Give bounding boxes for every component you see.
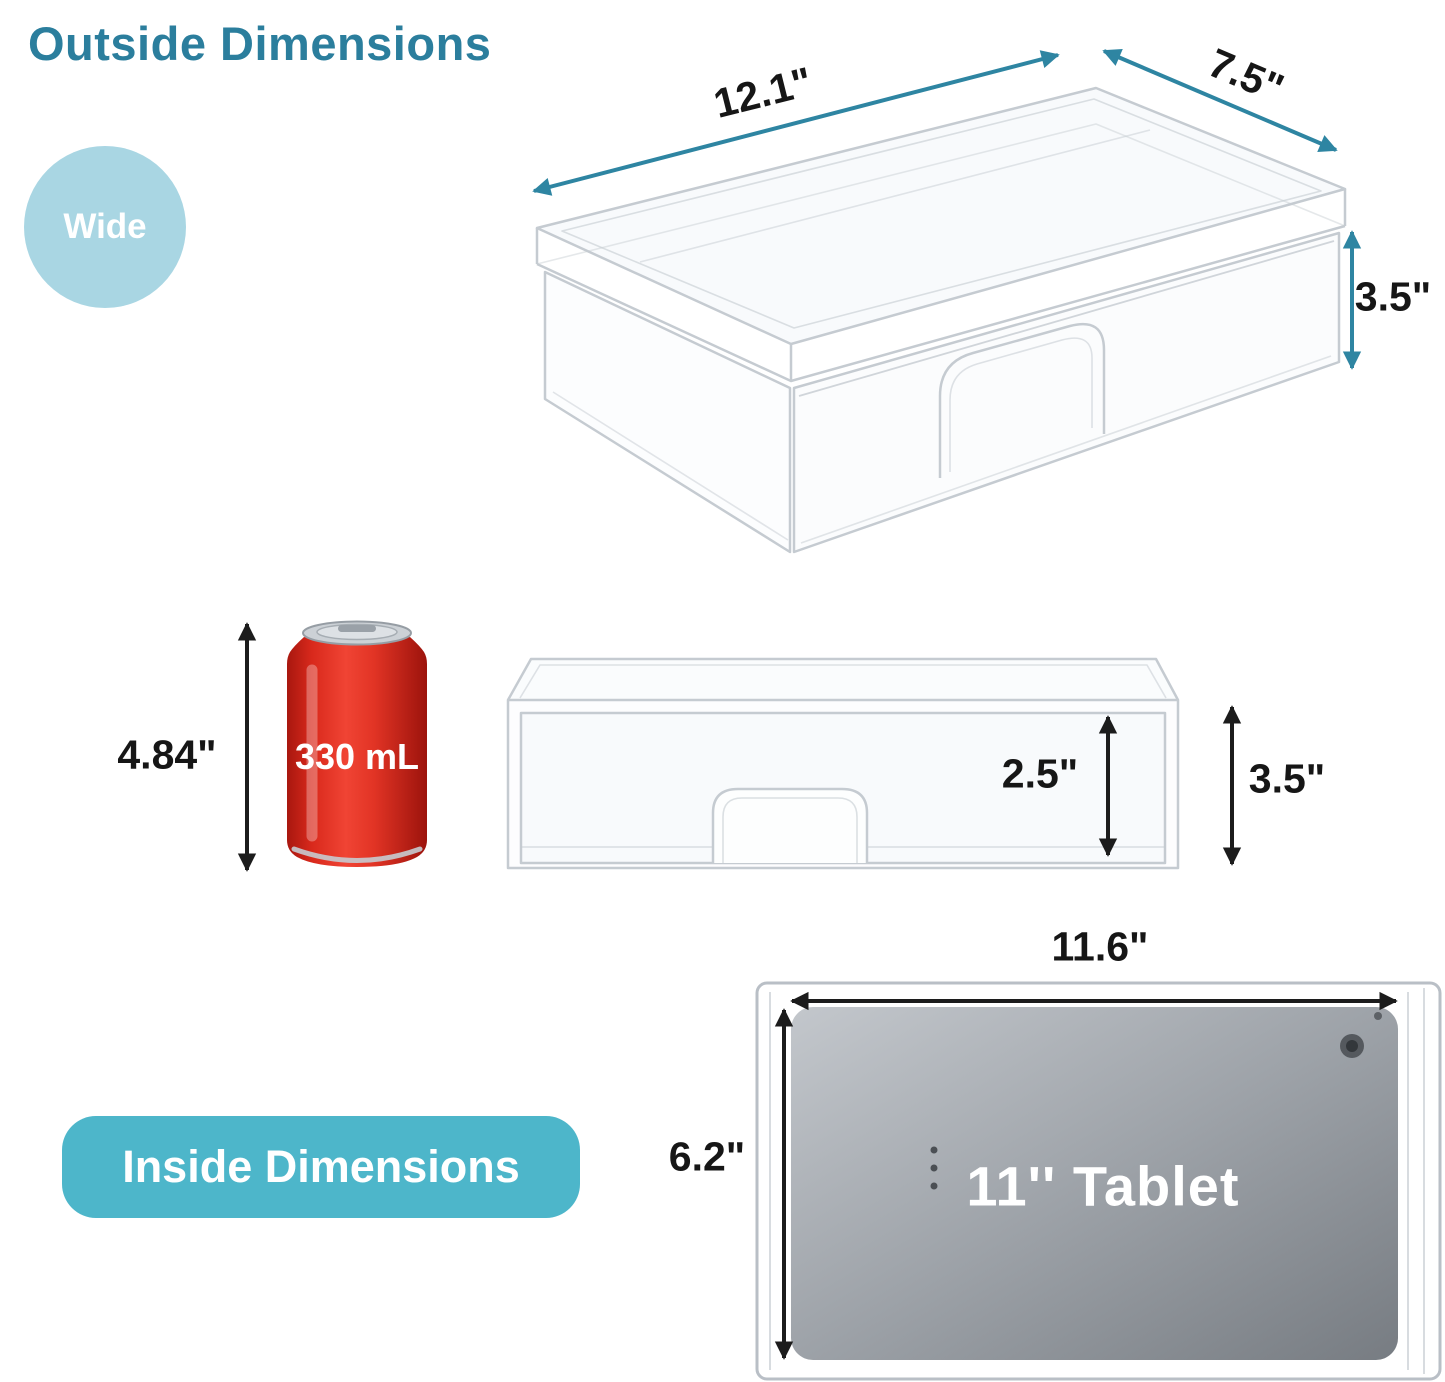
dim-label-front-height: 3.5" bbox=[1248, 755, 1326, 802]
tablet-mic-dot bbox=[1374, 1012, 1382, 1020]
dim-label-inner-height: 2.5" bbox=[1001, 750, 1079, 797]
tablet-size-label: 11'' Tablet bbox=[966, 1154, 1240, 1218]
inside-dimensions-heading: Inside Dimensions bbox=[62, 1116, 580, 1218]
dimension-arrows bbox=[237, 49, 1398, 1360]
inside-view-illustration bbox=[755, 981, 1442, 1381]
can-body bbox=[287, 637, 427, 867]
wide-badge-label: Wide bbox=[63, 207, 147, 246]
dim-label-can-height: 4.84" bbox=[117, 731, 217, 778]
wide-badge: Wide bbox=[24, 146, 186, 308]
front-view-handle-cutout bbox=[711, 787, 869, 863]
can-volume-label: 330 mL bbox=[294, 736, 420, 777]
front-view-lid bbox=[506, 657, 1180, 701]
drawer-body-front-face bbox=[543, 270, 792, 554]
isometric-drawer-illustration bbox=[535, 86, 1347, 554]
tablet bbox=[791, 1007, 1398, 1360]
arrow-top-depth bbox=[1102, 49, 1338, 152]
outside-dimensions-heading: Outside Dimensions bbox=[28, 17, 492, 70]
can-pull-tab bbox=[338, 625, 376, 632]
soda-can-illustration bbox=[287, 620, 427, 867]
inside-dimensions-label: Inside Dimensions bbox=[122, 1141, 520, 1192]
dim-label-inside-depth: 6.2" bbox=[668, 1133, 746, 1180]
tablet-connector-dots bbox=[930, 1146, 938, 1190]
front-view-drawer-illustration bbox=[506, 657, 1180, 870]
arrow-top-width bbox=[532, 50, 1060, 196]
dim-label-inside-width: 11.6" bbox=[1051, 923, 1149, 970]
dim-label-top-height: 3.5" bbox=[1354, 273, 1432, 320]
